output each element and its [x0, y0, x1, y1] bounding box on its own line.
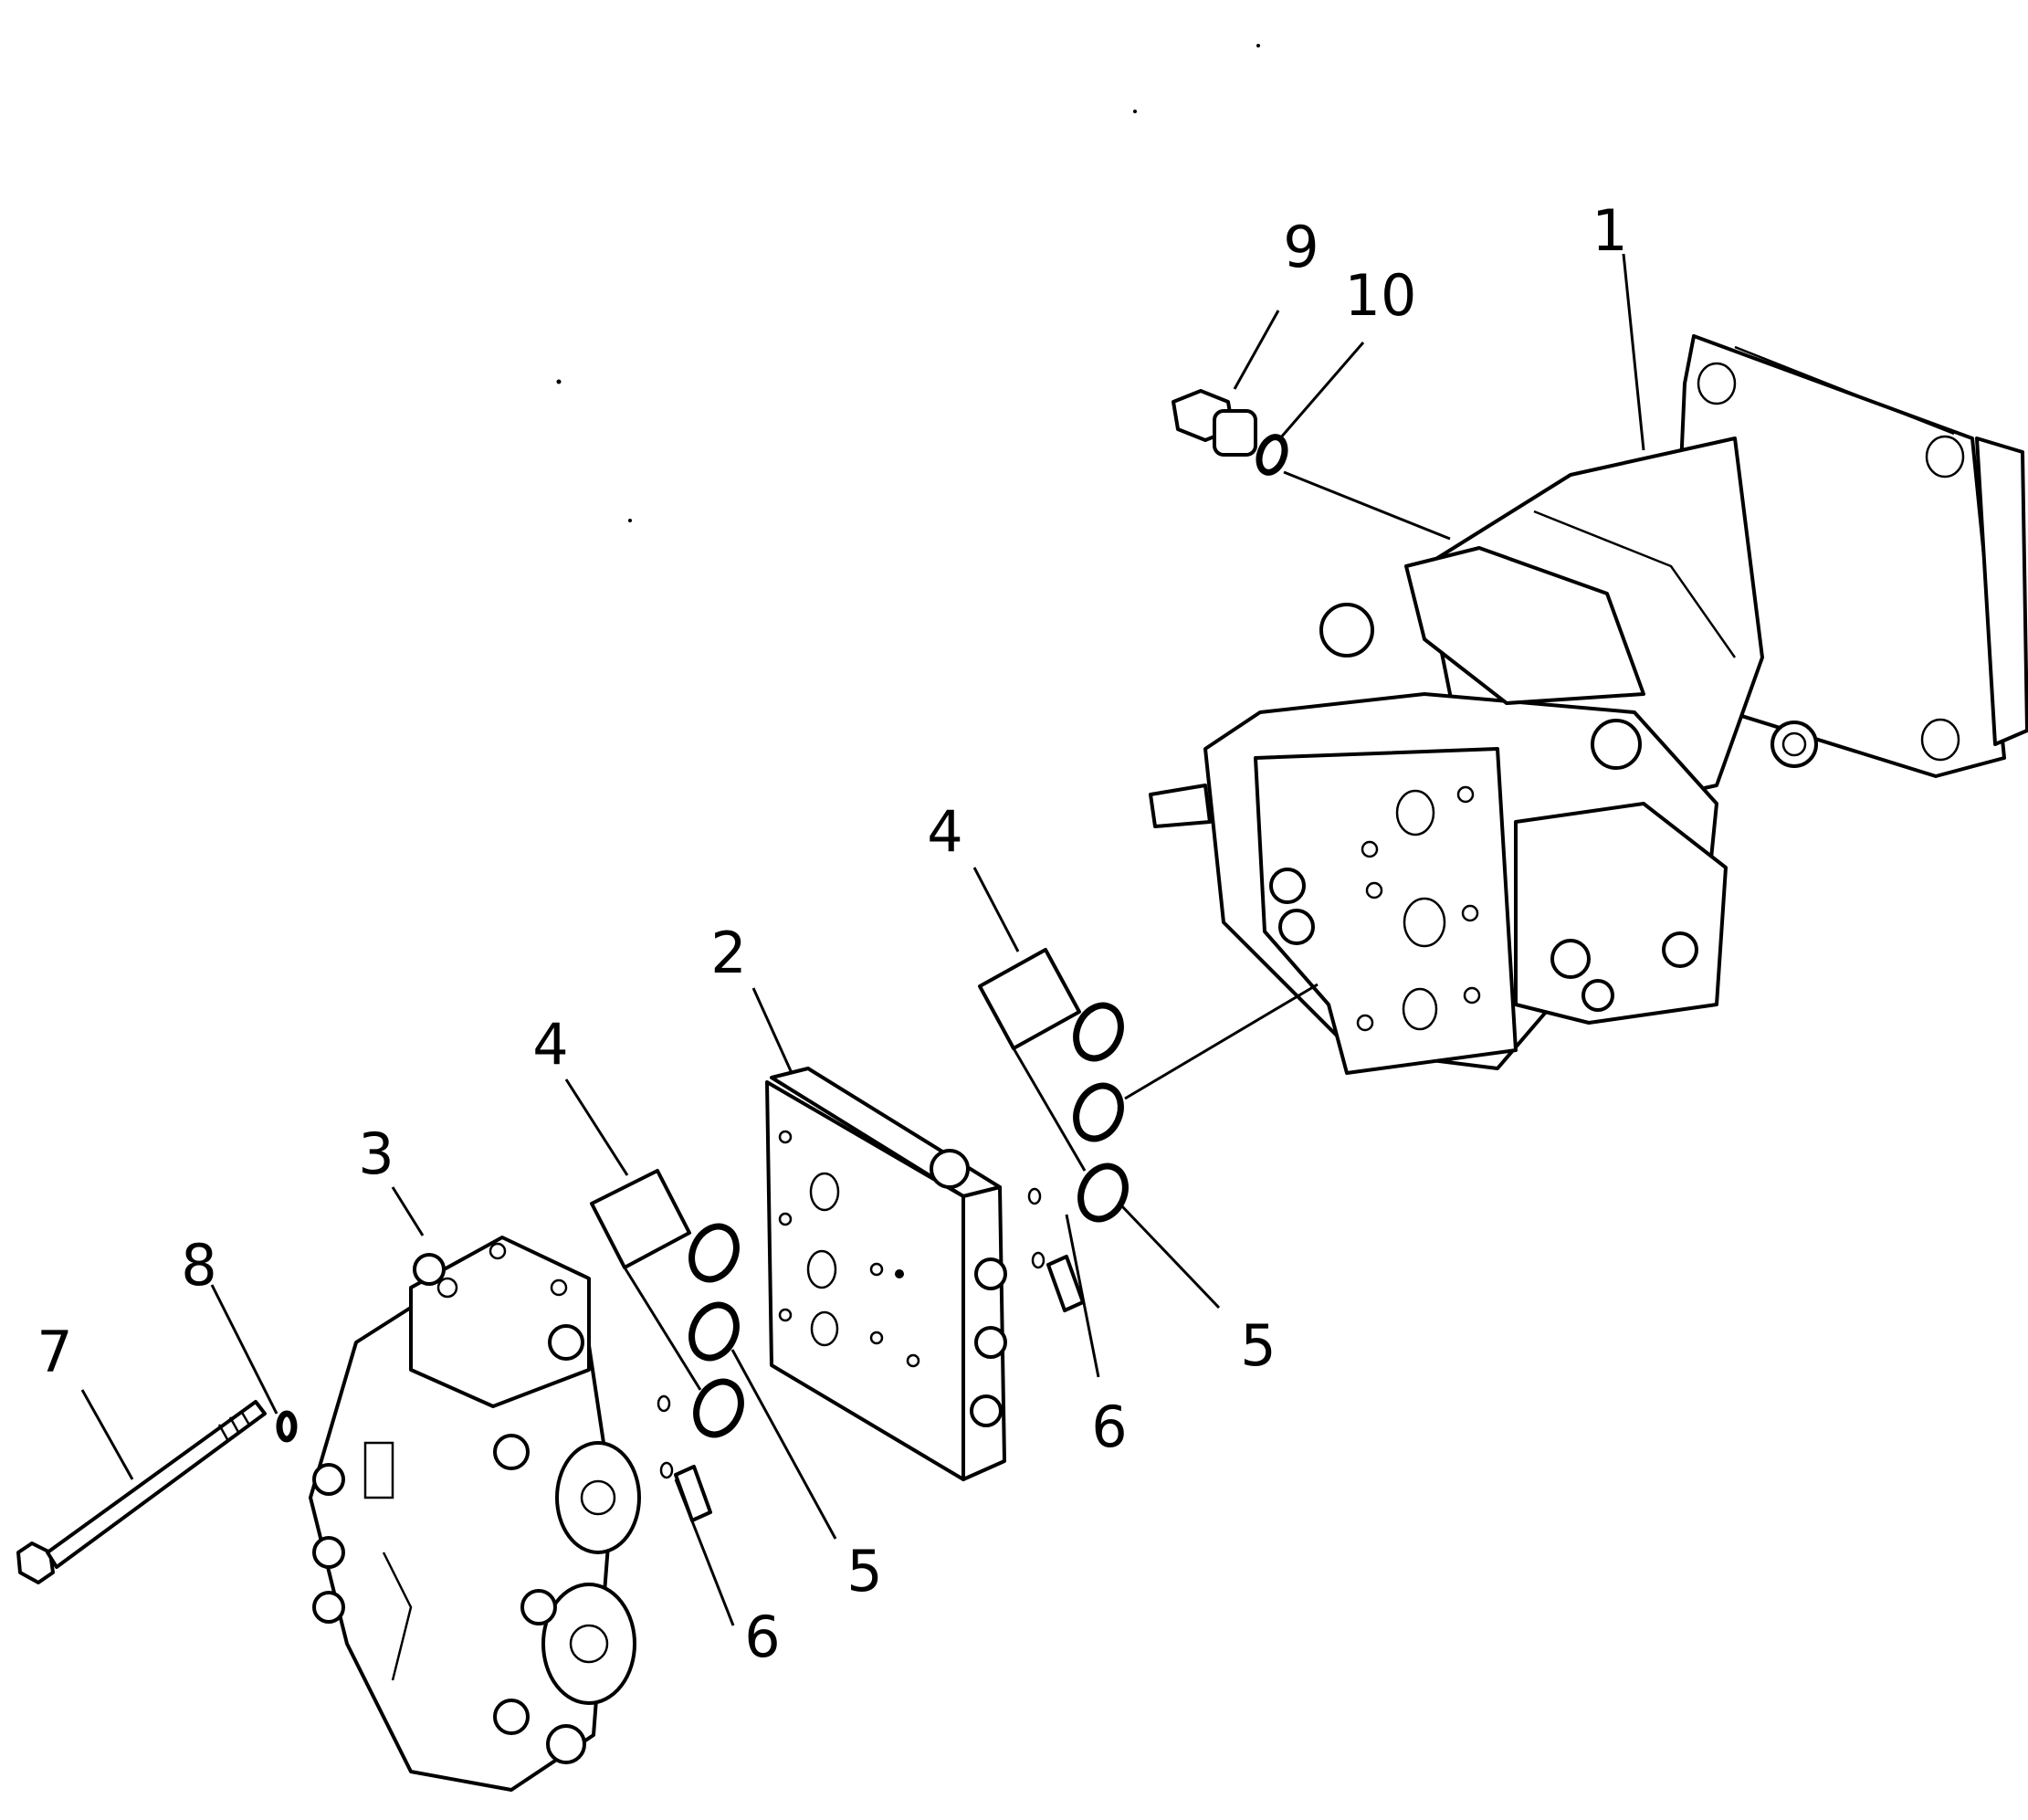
- o-ring-part-5-left-b: [688, 1301, 740, 1362]
- gasket-part-4-left: [590, 1169, 691, 1269]
- scan-specks: [556, 44, 1260, 522]
- o-ring-part-5-right-c: [1077, 1162, 1129, 1223]
- small-o-ring-part-6-left-a: [657, 1394, 671, 1413]
- o-ring-part-5-left-c: [693, 1378, 744, 1438]
- small-o-ring-part-6-left-b: [659, 1461, 674, 1479]
- callout-5-left: 5: [846, 1538, 882, 1604]
- callout-labels: 1 2 3 4 4 5 5 6 6 7 8 9 10: [37, 197, 1627, 1670]
- callout-4-right: 4: [927, 798, 962, 865]
- callout-10: 10: [1345, 262, 1417, 329]
- small-o-ring-part-6-right-a: [1027, 1187, 1042, 1205]
- leader-lines: [80, 253, 1645, 1626]
- plug-part-9: [1172, 389, 1257, 457]
- small-o-ring-part-6-right-b: [1031, 1251, 1046, 1269]
- bolt-part-7: [16, 1400, 267, 1584]
- pump-assembly: [1149, 334, 2028, 1075]
- o-ring-part-10: [1256, 434, 1288, 476]
- callout-8: 8: [181, 1232, 216, 1299]
- o-ring-part-5-right-b: [1073, 1082, 1124, 1142]
- callout-4-left: 4: [532, 1011, 568, 1078]
- washer-part-8: [276, 1410, 298, 1443]
- callout-1: 1: [1592, 197, 1627, 264]
- valve-part-3: [309, 1236, 641, 1792]
- callout-6-right: 6: [1091, 1394, 1127, 1460]
- o-ring-part-5-left-a: [688, 1223, 740, 1283]
- callout-7: 7: [37, 1319, 72, 1385]
- callout-6-left: 6: [744, 1604, 780, 1670]
- plate-part-2: [765, 1067, 1007, 1481]
- callout-9: 9: [1283, 214, 1319, 280]
- callout-3: 3: [358, 1120, 394, 1187]
- gasket-part-4-right: [978, 948, 1081, 1050]
- o-ring-part-5-right-a: [1073, 1002, 1124, 1062]
- callout-5-right: 5: [1240, 1312, 1276, 1379]
- callout-2: 2: [710, 920, 746, 986]
